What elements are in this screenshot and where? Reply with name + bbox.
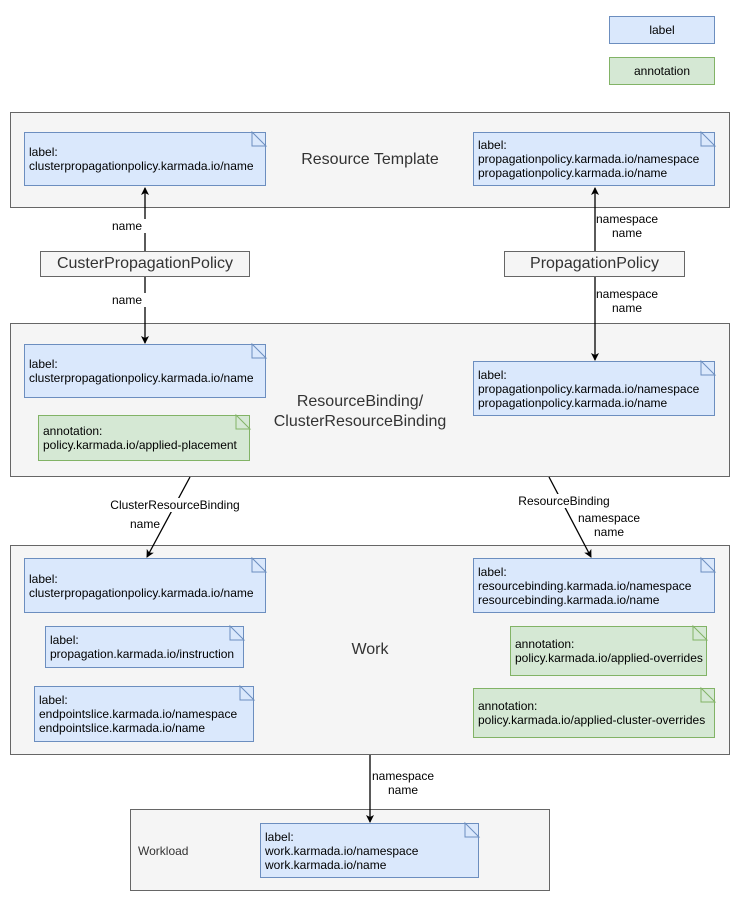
note-line: resourcebinding.karmada.io/name [478,592,660,607]
note-line: propagationpolicy.karmada.io/name [478,395,668,410]
label-note: label: work.karmada.io/namespace work.ka… [260,823,479,878]
note-line: propagationpolicy.karmada.io/namespace [478,152,700,166]
note-line: propagationpolicy.karmada.io/name [478,166,668,180]
label-note: label: propagation.karmada.io/instructio… [45,626,244,668]
edge-label-line: namespace [371,769,435,783]
title-line: ClusterResourceBinding [273,413,447,430]
propagation-policy-box: PropagationPolicy [504,251,685,277]
note-line: policy.karmada.io/applied-placement [43,438,237,452]
edge-label: namespace name [574,511,644,539]
annotation-note: annotation: policy.karmada.io/applied-cl… [473,688,715,738]
edge-label: namespace name [592,287,662,315]
legend-label: label [609,16,715,44]
edge-label: name [108,293,146,307]
note-line: resourcebinding.karmada.io/namespace [478,578,692,593]
label-note: label: clusterpropagationpolicy.karmada.… [24,558,266,613]
resource-template-title: Resource Template [301,151,439,168]
edge-label-line: namespace [595,212,659,226]
resource-binding-title: ResourceBinding/ ClusterResourceBinding [260,392,460,432]
note-line: clusterpropagationpolicy.karmada.io/name [29,371,254,385]
note-line: annotation: [515,637,575,651]
note-line: label: [478,564,507,579]
edge-label-line: name [593,525,625,539]
label-note: label: endpointslice.karmada.io/namespac… [34,686,254,742]
edge-label: name [108,219,146,233]
annotation-note: annotation: policy.karmada.io/applied-pl… [38,415,250,461]
note-line: label: [265,829,294,844]
label-note: label: propagationpolicy.karmada.io/name… [473,361,715,416]
note-line: propagation.karmada.io/instruction [50,647,235,661]
workload-title: Workload [138,844,189,858]
cluster-propagation-policy-box: CusterPropagationPolicy [40,251,250,277]
edge-label-line: namespace [595,287,659,301]
legend-annotation: annotation [609,57,715,85]
label-note: label: clusterpropagationpolicy.karmada.… [24,132,266,186]
note-line: endpointslice.karmada.io/namespace [39,707,238,721]
edge-label: ResourceBinding [516,494,612,508]
edge-label: ClusterResourceBinding [108,498,242,512]
label-note: label: resourcebinding.karmada.io/namesp… [473,558,715,613]
edge-label-line: name [611,301,643,315]
edge-label-line: namespace [577,511,641,525]
label-note: label: propagationpolicy.karmada.io/name… [473,132,715,186]
note-line: clusterpropagationpolicy.karmada.io/name [29,159,254,173]
note-line: policy.karmada.io/applied-overrides [515,651,703,665]
note-line: label: [478,367,507,382]
work-title: Work [351,641,389,658]
note-line: policy.karmada.io/applied-cluster-overri… [478,713,706,727]
note-line: clusterpropagationpolicy.karmada.io/name [29,585,254,600]
note-line: work.karmada.io/name [265,857,387,872]
note-line: label: [39,693,68,707]
note-line: work.karmada.io/namespace [265,843,419,858]
edge-label-line: name [387,783,419,797]
note-line: label: [50,633,79,647]
label-note: label: clusterpropagationpolicy.karmada.… [24,344,266,398]
annotation-note: annotation: policy.karmada.io/applied-ov… [510,626,707,676]
note-line: endpointslice.karmada.io/name [39,721,206,735]
edge-label: namespace name [592,212,662,240]
note-line: label: [29,571,58,586]
note-line: propagationpolicy.karmada.io/namespace [478,381,700,396]
edge-label: namespace name [368,769,438,797]
edge-label-line: name [611,226,643,240]
title-line: ResourceBinding/ [296,393,424,410]
edge-label: name [129,517,161,531]
note-line: label: [29,145,58,159]
note-line: label: [29,357,58,371]
note-line: annotation: [478,699,538,713]
note-line: annotation: [43,424,103,438]
note-line: label: [478,138,507,152]
